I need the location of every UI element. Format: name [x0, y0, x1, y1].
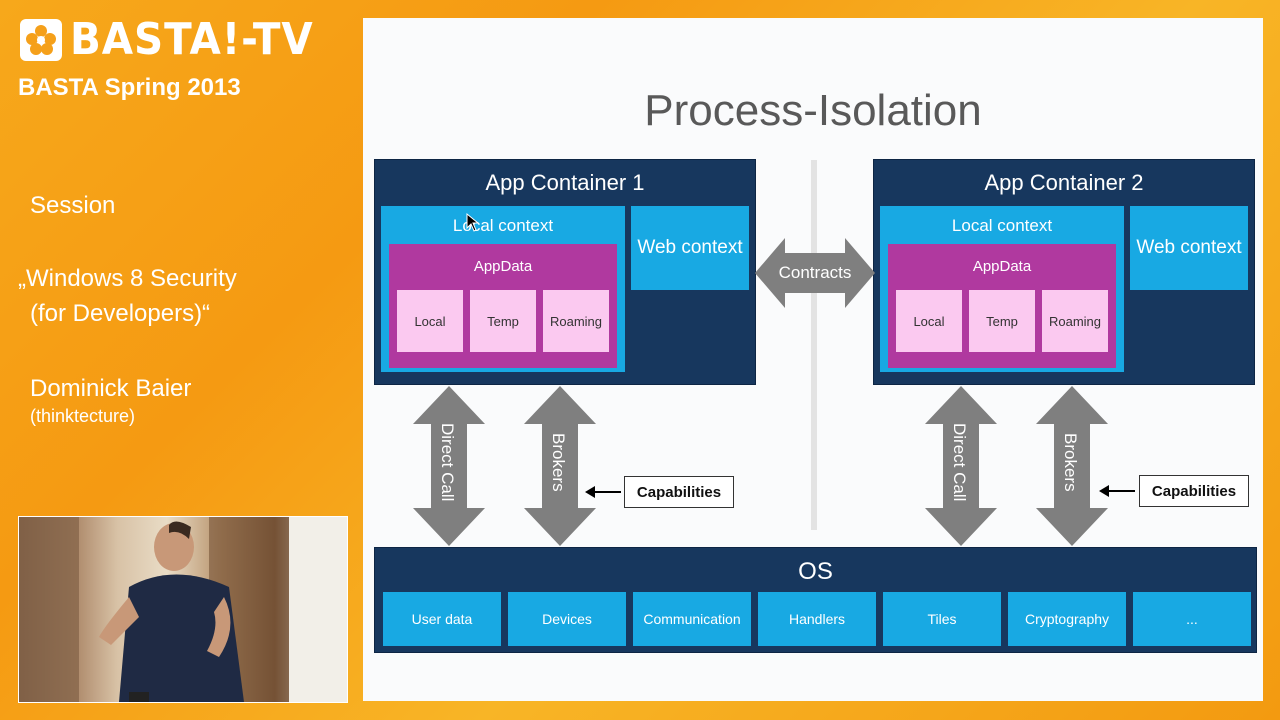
app-container-2-title: App Container 2: [984, 170, 1144, 195]
capabilities-pointer-1-icon: [585, 486, 621, 498]
local-context-1: Local context AppData Local Temp Roaming: [381, 206, 625, 372]
direct-call-label-1: Direct Call: [438, 423, 457, 502]
store-local-2: Local: [896, 290, 962, 352]
capabilities-box-2: Capabilities: [1139, 475, 1249, 507]
os-title: OS: [798, 558, 833, 585]
os-item-communication: Communication: [633, 592, 751, 646]
separator-line: [811, 160, 817, 530]
appdata-2-label: AppData: [972, 258, 1032, 275]
app-container-1-title: App Container 1: [485, 170, 645, 195]
web-context-2: Web context: [1130, 206, 1248, 290]
app-container-1: App Container 1 Local context AppData Lo…: [374, 159, 756, 385]
direct-call-label-2: Direct Call: [950, 423, 969, 502]
os-layer: OS User data Devices Communication Handl…: [374, 547, 1257, 653]
direct-call-arrow-2-icon: [925, 386, 997, 546]
contracts-arrow-icon: [755, 238, 875, 308]
speaker-video: [18, 516, 348, 703]
logo: BASTA!-TV: [18, 16, 335, 64]
capabilities-pointer-2-icon: [1099, 485, 1135, 497]
speaker-name: Dominick Baier: [30, 375, 192, 402]
os-item-more: ...: [1133, 592, 1251, 646]
sidebar: BASTA!-TV BASTA Spring 2013 Session „Win…: [0, 0, 362, 720]
appdata-2: AppData Local Temp Roaming: [888, 244, 1116, 368]
session-title-line2: (for Developers)“: [30, 300, 211, 327]
event-name: BASTA Spring 2013: [18, 74, 241, 101]
brokers-label-2: Brokers: [1061, 433, 1080, 492]
brokers-arrow-2-icon: [1036, 386, 1108, 546]
speaker-company: (thinktecture): [30, 406, 136, 426]
logo-text: BASTA!-TV: [70, 14, 314, 65]
local-context-2-label: Local context: [951, 216, 1053, 235]
session-label: Session: [30, 192, 116, 219]
os-item-handlers: Handlers: [758, 592, 876, 646]
store-roaming-2: Roaming: [1042, 290, 1108, 352]
os-item-tiles: Tiles: [883, 592, 1001, 646]
local-context-2: Local context AppData Local Temp Roaming: [880, 206, 1124, 372]
appdata-1: AppData Local Temp Roaming: [389, 244, 617, 368]
capabilities-box-1: Capabilities: [624, 476, 734, 508]
appdata-1-label: AppData: [473, 258, 533, 275]
brokers-arrow-1-icon: [524, 386, 596, 546]
brokers-label-1: Brokers: [549, 433, 568, 492]
local-context-1-label: Local context: [452, 216, 554, 235]
store-local-1: Local: [397, 290, 463, 352]
os-item-cryptography: Cryptography: [1008, 592, 1126, 646]
os-item-user-data: User data: [383, 592, 501, 646]
mouse-cursor-icon: [466, 212, 480, 232]
contracts-label: Contracts: [778, 263, 852, 282]
direct-call-arrow-1-icon: [413, 386, 485, 546]
session-title-line1: „Windows 8 Security: [18, 265, 237, 292]
os-item-devices: Devices: [508, 592, 626, 646]
flower-icon: [18, 17, 64, 63]
slide: Process-Isolation App Container 1 Local …: [363, 18, 1263, 701]
web-context-1: Web context: [631, 206, 749, 290]
store-temp-1: Temp: [470, 290, 536, 352]
slide-title: Process-Isolation: [644, 86, 982, 135]
store-roaming-1: Roaming: [543, 290, 609, 352]
app-container-2: App Container 2 Local context AppData Lo…: [873, 159, 1255, 385]
store-temp-2: Temp: [969, 290, 1035, 352]
